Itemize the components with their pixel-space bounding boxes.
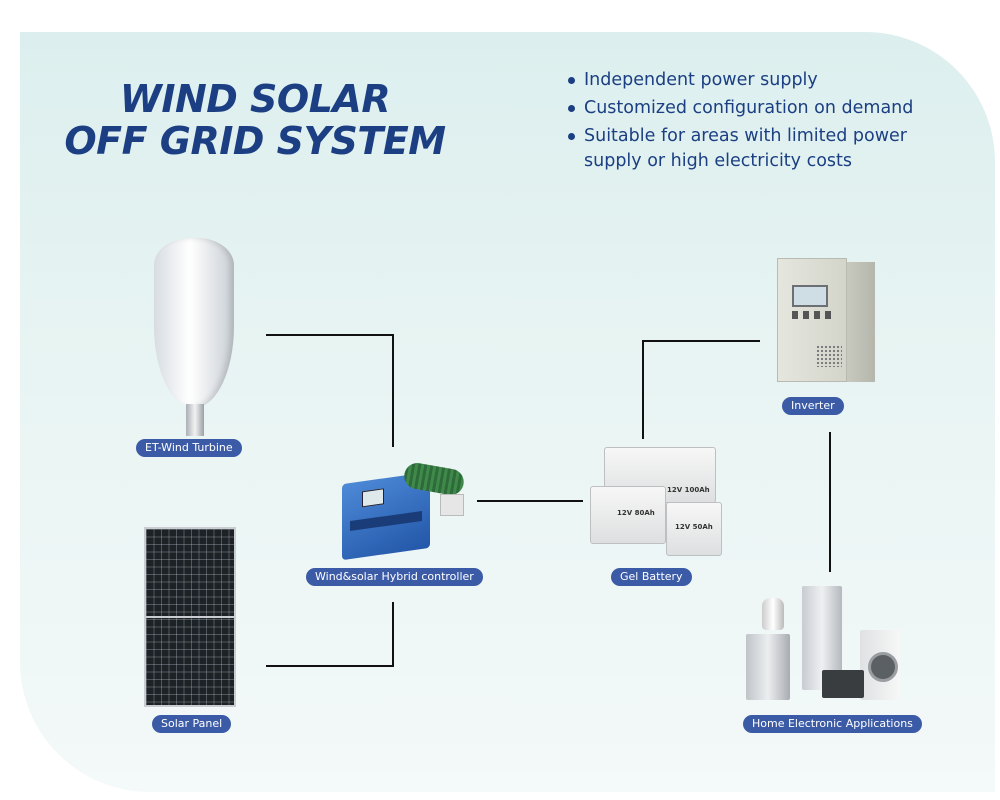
inverter-image — [777, 258, 847, 382]
title-line-2: OFF GRID SYSTEM — [64, 119, 446, 163]
battery-medium-image: 12V 80Ah — [590, 486, 666, 544]
battery-small-text: 12V 50Ah — [675, 523, 713, 531]
stove-shape — [746, 634, 790, 700]
battery-label: Gel Battery — [611, 568, 692, 586]
inverter-screen — [792, 285, 828, 307]
solar-panel-label: Solar Panel — [152, 715, 232, 733]
kettle-shape — [762, 598, 784, 630]
inverter-buttons — [792, 311, 832, 319]
page-title: WIND SOLAR OFF GRID SYSTEM — [60, 78, 450, 162]
home-appliances-image — [742, 586, 906, 706]
feature-item: Independent power supply — [566, 68, 926, 93]
solar-panel-image — [144, 527, 236, 707]
inverter-side-panel — [847, 262, 875, 382]
battery-small-image: 12V 50Ah — [666, 502, 722, 556]
battery-medium-text: 12V 80Ah — [617, 509, 655, 517]
microwave-shape — [822, 670, 864, 698]
appliances-label: Home Electronic Applications — [743, 715, 922, 733]
turbine-blade — [154, 238, 234, 408]
wire-solar-to-controller — [266, 602, 394, 667]
feature-item: Suitable for areas with limited power su… — [566, 124, 926, 174]
dump-load-resistor-image — [402, 458, 466, 518]
wire-battery-to-inverter — [642, 340, 760, 439]
inverter-vent — [816, 345, 842, 367]
wind-turbine-image — [150, 236, 242, 436]
wire-turbine-to-controller — [266, 334, 394, 447]
wind-turbine-label: ET-Wind Turbine — [136, 439, 242, 457]
controller-label: Wind&solar Hybrid controller — [306, 568, 483, 586]
controller-screen — [362, 488, 384, 508]
resistor-coil — [402, 460, 466, 498]
resistor-base — [440, 494, 464, 516]
inverter-label: Inverter — [782, 397, 844, 415]
turbine-mast — [186, 404, 204, 436]
feature-item: Customized configuration on demand — [566, 96, 926, 121]
washer-shape — [860, 630, 900, 700]
title-line-1: WIND SOLAR — [119, 77, 391, 121]
feature-list: Independent power supply Customized conf… — [566, 68, 926, 177]
battery-large-text: 12V 100Ah — [667, 486, 710, 494]
